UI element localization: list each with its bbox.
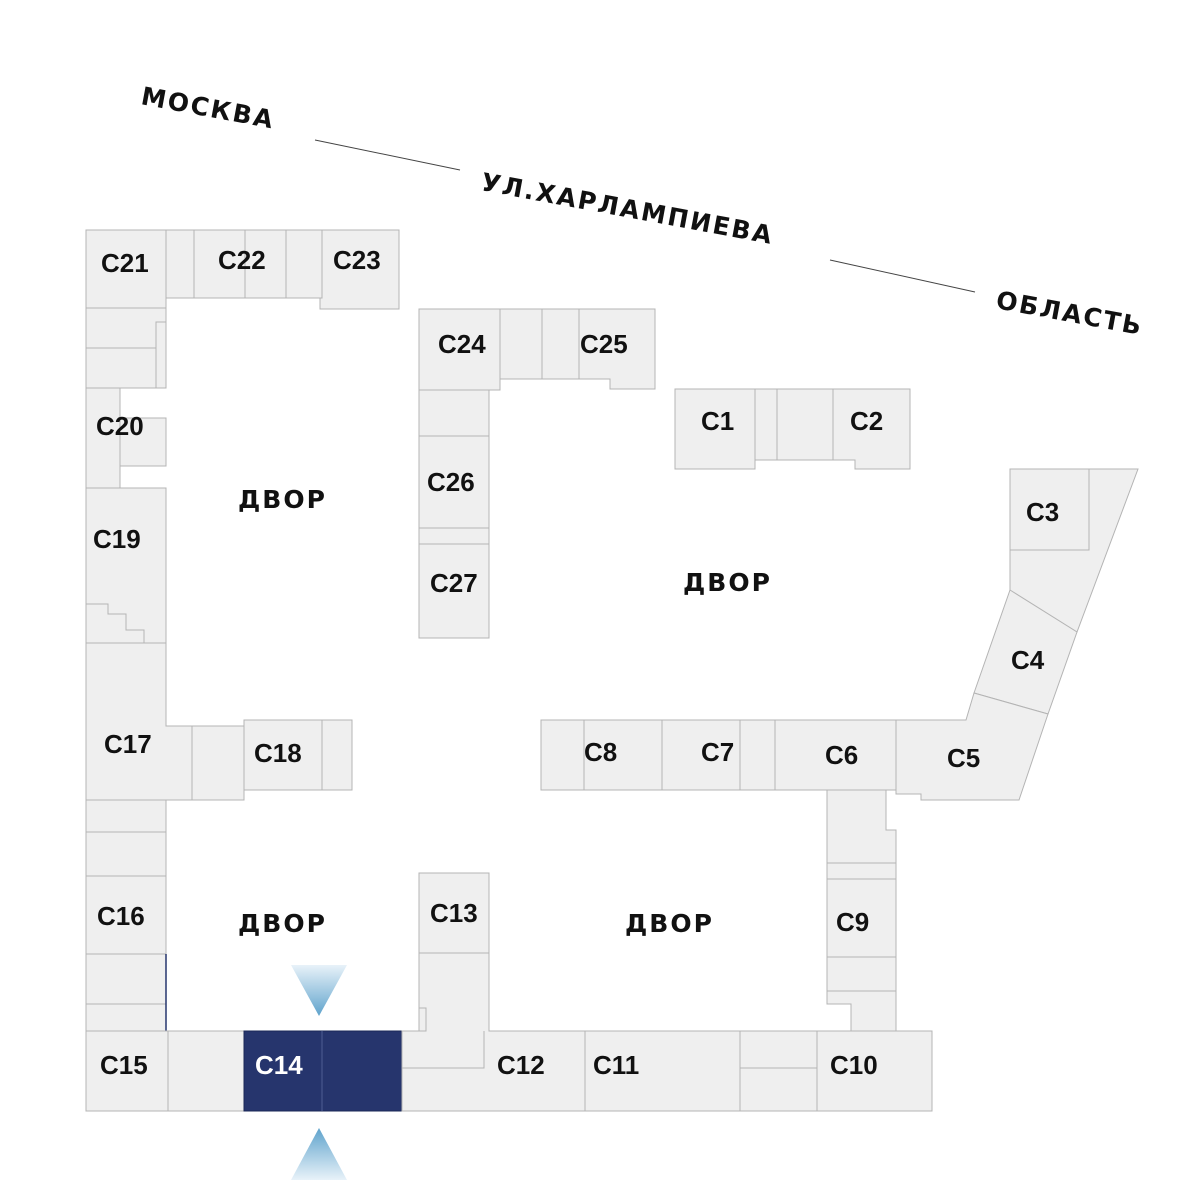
section-c2[interactable] [776, 388, 911, 470]
section-c19[interactable] [85, 487, 167, 644]
section-c11[interactable] [584, 1030, 818, 1112]
section-c14[interactable] [243, 1030, 403, 1112]
section-c1[interactable] [674, 388, 778, 470]
section-label-c15: С15 [100, 1050, 148, 1080]
section-c23[interactable] [319, 229, 400, 310]
section-label-c13: С13 [430, 898, 478, 928]
street-label-part1: МОСКВА [139, 81, 277, 134]
section-c24[interactable] [418, 308, 543, 391]
section-c18[interactable] [243, 719, 353, 791]
section-c3[interactable] [1009, 468, 1139, 633]
section-c8[interactable] [540, 719, 663, 791]
courtyard-label-northwest: ДВОР [238, 485, 327, 514]
section-c5[interactable] [895, 692, 1049, 801]
section-c25[interactable] [541, 308, 656, 390]
section-label-c20: С20 [96, 411, 144, 441]
street-label: МОСКВА УЛ.ХАРЛАМПИЕВА ОБЛАСТЬ [139, 81, 1146, 341]
street-label-part3: ОБЛАСТЬ [994, 285, 1146, 341]
section-label-c4: С4 [1011, 645, 1045, 675]
section-c20[interactable] [85, 307, 167, 489]
section-label-c3: С3 [1026, 497, 1059, 527]
section-c27[interactable] [418, 527, 490, 639]
section-label-c18: С18 [254, 738, 302, 768]
section-label-c19: С19 [93, 524, 141, 554]
section-label-c6: С6 [825, 740, 858, 770]
section-c26[interactable] [418, 389, 490, 529]
section-label-c1: С1 [701, 406, 734, 436]
section-c6[interactable] [774, 719, 897, 791]
street-rule-2 [829, 259, 976, 293]
section-label-c10: С10 [830, 1050, 878, 1080]
section-label-c26: С26 [427, 467, 475, 497]
section-label-c7: С7 [701, 737, 734, 767]
section-c15[interactable] [85, 1030, 245, 1112]
section-label-c23: С23 [333, 245, 381, 275]
section-c21[interactable] [85, 229, 167, 309]
entrance-arrow-up-icon [291, 1128, 347, 1180]
section-label-c27: С27 [430, 568, 478, 598]
section-label-c14: С14 [255, 1050, 303, 1080]
section-c9[interactable] [826, 789, 897, 1035]
section-label-c16: С16 [97, 901, 145, 931]
section-label-c9: С9 [836, 907, 869, 937]
section-label-c24: С24 [438, 329, 486, 359]
section-label-c12: С12 [497, 1050, 545, 1080]
courtyard-label-southeast: ДВОР [625, 909, 714, 938]
section-label-c11: С11 [593, 1050, 639, 1080]
entrance-arrow-down-icon [291, 965, 347, 1016]
courtyard-label-southwest: ДВОР [238, 909, 327, 938]
section-label-c17: С17 [104, 729, 152, 759]
section-c12[interactable] [401, 952, 586, 1112]
section-label-c25: С25 [580, 329, 628, 359]
section-c7[interactable] [661, 719, 776, 791]
section-label-c22: С22 [218, 245, 266, 275]
section-c22[interactable] [165, 229, 323, 299]
street-label-part2: УЛ.ХАРЛАМПИЕВА [479, 167, 776, 250]
section-c17[interactable] [85, 642, 245, 801]
section-label-c5: С5 [947, 743, 980, 773]
section-c16[interactable] [85, 799, 167, 1032]
section-label-c8: С8 [584, 737, 617, 767]
street-rule-1 [314, 139, 461, 171]
courtyard-label-northeast: ДВОР [683, 568, 772, 597]
section-label-c2: С2 [850, 406, 883, 436]
section-label-c21: С21 [101, 248, 149, 278]
